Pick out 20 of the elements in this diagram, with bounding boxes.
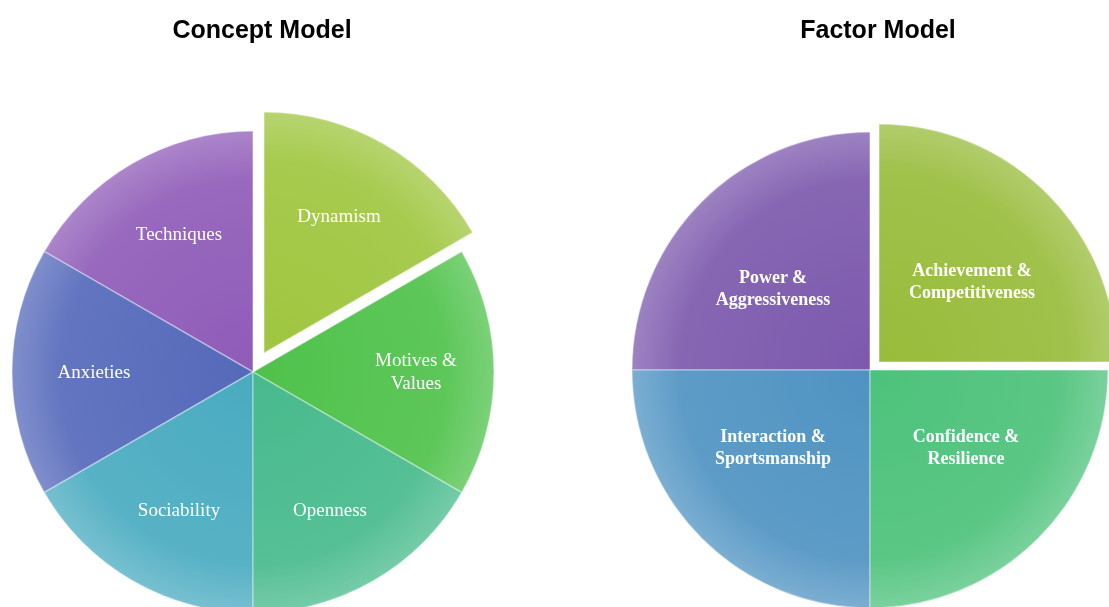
slice-label: Techniques (135, 222, 223, 246)
slice-label: Achievement & Competitiveness (908, 260, 1036, 304)
pie-slice (263, 111, 474, 354)
chart-title: Concept Model (172, 15, 352, 44)
pie-slice (878, 123, 1109, 363)
pie-slice (252, 371, 463, 607)
pie-slice (631, 369, 871, 607)
pie-slice (869, 369, 1109, 607)
pie-slice (252, 250, 495, 494)
slice-label: Dynamism (297, 204, 381, 228)
pie-slice (631, 131, 871, 371)
slice-label: Power & Aggressiveness (714, 267, 832, 311)
chart-title: Factor Model (800, 15, 956, 44)
slice-label: Interaction & Sportsmanship (713, 426, 832, 470)
pie-slice (11, 250, 254, 494)
slice-label: Confidence & Resilience (911, 426, 1021, 470)
slice-label: Openness (293, 498, 367, 522)
slice-label: Anxieties (57, 360, 131, 384)
slice-label: Motives & Values (374, 349, 458, 395)
slice-label: Sociability (137, 498, 221, 522)
